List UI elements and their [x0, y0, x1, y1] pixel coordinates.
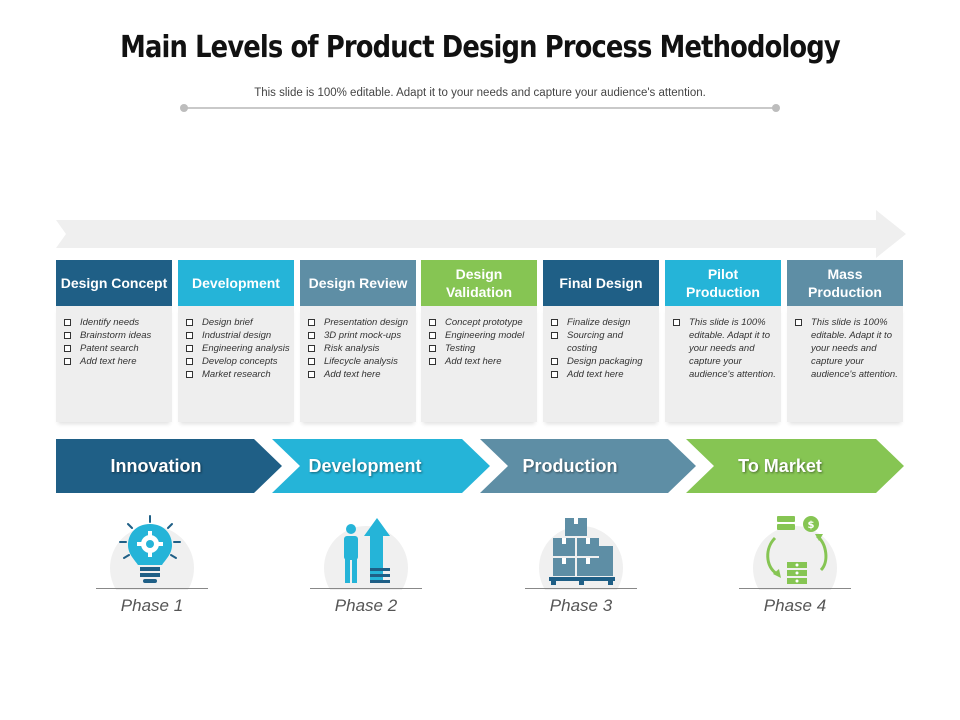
stage-chevron-to-market [686, 439, 904, 493]
divider-left-dot [180, 104, 188, 112]
stage-label: Innovation [110, 456, 202, 476]
step-bullet-item: 3D print mock-ups [306, 329, 412, 342]
phase-divider [96, 588, 208, 589]
stacked-boxes-pallet-icon [539, 518, 623, 590]
person-growth-arrow-icon [324, 518, 408, 590]
phase-divider [739, 588, 851, 589]
step-heading: Design Validation [421, 260, 537, 306]
stage-chevron-production [480, 439, 696, 493]
stage-chevron-innovation [56, 439, 282, 493]
step-heading: Design Concept [56, 260, 172, 306]
phase-divider [310, 588, 422, 589]
phase-label: Phase 3 [549, 596, 613, 615]
page-subtitle: This slide is 100% editable. Adapt it to… [254, 87, 706, 99]
step-bullet-item: This slide is 100% editable. Adapt it to… [793, 316, 899, 381]
step-heading: Pilot Production [665, 260, 781, 306]
step-column: Pilot Production This slide is 100% edit… [665, 260, 781, 422]
step-bullet-item: Develop concepts [184, 355, 290, 368]
step-bullet-item: Risk analysis [306, 342, 412, 355]
step-bullet-item: Engineering model [427, 329, 533, 342]
step-bullet-item: This slide is 100% editable. Adapt it to… [671, 316, 777, 381]
step-bullet-item: Add text here [62, 355, 168, 368]
stage-label: Production [522, 456, 618, 476]
step-bullet-item: Sourcing and costing [549, 329, 655, 355]
step-bullet-item: Add text here [427, 355, 533, 368]
stage-label: Development [308, 456, 422, 476]
step-bullet-item: Concept prototype [427, 316, 533, 329]
step-bullet-item: Design brief [184, 316, 290, 329]
lightbulb-gear-icon [110, 515, 194, 590]
step-bullet-item: Brainstorm ideas [62, 329, 168, 342]
timeline-arrow [56, 210, 906, 258]
step-bullet-item: Add text here [306, 368, 412, 381]
page-title: Main Levels of Product Design Process Me… [120, 30, 841, 65]
step-details: This slide is 100% editable. Adapt it to… [665, 306, 781, 422]
step-bullet-item: Presentation design [306, 316, 412, 329]
step-bullet-item: Finalize design [549, 316, 655, 329]
money-cycle-icon: $ [753, 516, 837, 590]
step-bullet-item: Lifecycle analysis [306, 355, 412, 368]
step-bullet-item: Patent search [62, 342, 168, 355]
step-heading: Design Review [300, 260, 416, 306]
stage-label: To Market [738, 456, 822, 476]
phase-label: Phase 4 [763, 596, 827, 615]
step-bullet-item: Testing [427, 342, 533, 355]
step-bullet-item: Engineering analysis [184, 342, 290, 355]
step-heading: Final Design [543, 260, 659, 306]
subtitle-divider [184, 107, 776, 109]
step-heading: Development [178, 260, 294, 306]
stage-chevron-development [272, 439, 490, 493]
step-details: This slide is 100% editable. Adapt it to… [787, 306, 903, 422]
step-column: Mass Production This slide is 100% edita… [787, 260, 903, 422]
phase-label: Phase 1 [120, 596, 184, 615]
step-heading: Mass Production [787, 260, 903, 306]
stage-chevrons [56, 439, 904, 493]
divider-right-dot [772, 104, 780, 112]
step-bullet-item: Identify needs [62, 316, 168, 329]
step-bullet-item: Industrial design [184, 329, 290, 342]
phase-divider [525, 588, 637, 589]
step-bullet-item: Add text here [549, 368, 655, 381]
step-bullet-item: Market research [184, 368, 290, 381]
step-bullet-item: Design packaging [549, 355, 655, 368]
phase-label: Phase 2 [334, 596, 398, 615]
svg-text:$: $ [808, 520, 815, 531]
